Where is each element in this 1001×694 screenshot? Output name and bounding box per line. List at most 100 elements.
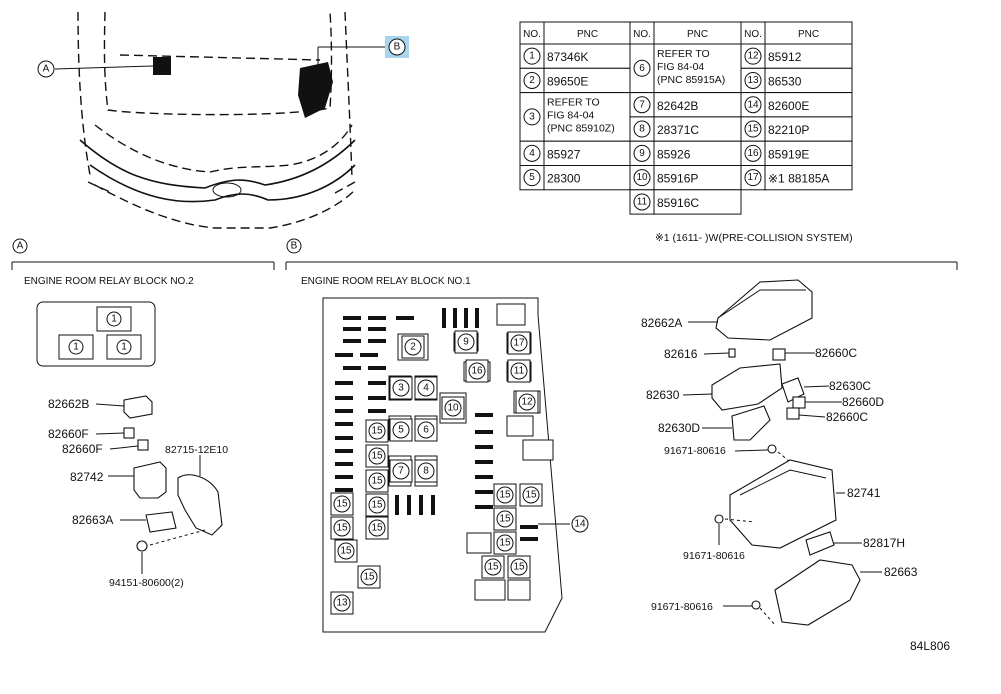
svg-text:82663A: 82663A: [72, 513, 113, 527]
pnc-value: (PNC 85915A): [657, 74, 725, 86]
table-row: 15 82210P: [740, 116, 853, 142]
pnc-value: 89650E: [547, 74, 588, 88]
row-number: 7: [639, 99, 645, 110]
svg-text:82630C: 82630C: [829, 379, 871, 393]
fuse-callout-15: 15: [519, 483, 543, 507]
fuse-callout-15: 15: [365, 516, 389, 540]
svg-text:15: 15: [513, 562, 525, 573]
fuse-slot: [335, 422, 353, 426]
fuse-slot: [368, 381, 386, 385]
row-number: 10: [636, 172, 648, 183]
fuse-callout-7: 7: [389, 459, 413, 483]
pnc-value: 82642B: [657, 99, 698, 113]
pnc-value: 85919E: [768, 147, 809, 161]
row-number: 14: [747, 99, 759, 110]
vehicle-overview: [54, 11, 385, 229]
pnc-value: 85926: [657, 147, 691, 161]
row-number: 3: [529, 111, 535, 122]
svg-text:82662A: 82662A: [641, 316, 682, 330]
svg-text:15: 15: [371, 500, 383, 511]
svg-text:15: 15: [525, 490, 537, 501]
svg-text:82630D: 82630D: [658, 421, 700, 435]
fuse-slot: [431, 495, 435, 515]
svg-text:17: 17: [513, 338, 525, 349]
table-row: 7 82642B: [629, 92, 742, 118]
svg-text:82660F: 82660F: [62, 442, 103, 456]
svg-text:2: 2: [410, 342, 416, 353]
row-number: 15: [747, 124, 759, 135]
svg-text:82662B: 82662B: [48, 397, 89, 411]
fuse-callout-4: 4: [414, 376, 438, 400]
fuse-callout-12: 12: [515, 390, 539, 414]
svg-text:82660D: 82660D: [842, 395, 884, 409]
fuse-slot: [360, 353, 378, 357]
fuse-slot: [335, 353, 353, 357]
fuse-callout-14: 14: [571, 515, 589, 533]
fuse-callout-15: 15: [365, 419, 389, 443]
marker-b[interactable]: B: [385, 36, 409, 58]
fuse-callout-15: 15: [365, 469, 389, 493]
fuse-callout-10: 10: [441, 396, 465, 420]
fuse-slot: [335, 409, 353, 413]
svg-text:82817H: 82817H: [863, 536, 905, 550]
pnc-value: REFER TO: [547, 97, 600, 109]
pnc-value: 85916C: [657, 196, 699, 210]
pnc-value: 28371C: [657, 123, 699, 137]
table-header-pnc: PNC: [687, 29, 708, 40]
svg-text:6: 6: [423, 425, 429, 436]
fuse-slot: [368, 409, 386, 413]
fuse-slot: [335, 488, 353, 492]
fuse-slot: [475, 308, 479, 328]
svg-text:7: 7: [398, 466, 404, 477]
fuse-slot: [475, 430, 493, 434]
svg-text:10: 10: [447, 403, 459, 414]
fuse-callout-11: 11: [507, 359, 531, 383]
table-header-no: NO.: [633, 29, 651, 40]
pnc-value: 87346K: [547, 50, 588, 64]
row-number: 2: [529, 75, 535, 86]
row-number: 5: [529, 172, 535, 183]
fuse-callout-15: 15: [330, 516, 354, 540]
section-a-header: A ENGINE ROOM RELAY BLOCK NO.2: [11, 238, 275, 287]
row-number: 9: [639, 148, 645, 159]
pnc-value: 82210P: [768, 123, 809, 137]
svg-text:82742: 82742: [70, 470, 104, 484]
table-header-no: NO.: [523, 29, 541, 40]
table-row: 9 85926: [629, 140, 742, 166]
svg-text:15: 15: [340, 546, 352, 557]
fuse-callout-13: 13: [330, 591, 354, 615]
svg-text:A: A: [43, 64, 50, 75]
fuse-bars: [335, 308, 538, 541]
marker-a[interactable]: A: [37, 60, 55, 78]
pnc-value: 85927: [547, 147, 581, 161]
table-header-pnc: PNC: [798, 29, 819, 40]
svg-text:B: B: [394, 42, 401, 53]
svg-text:B: B: [291, 241, 298, 252]
fuse-callout-15: 15: [493, 531, 517, 555]
fuse-slot: [368, 366, 386, 370]
row-number: 12: [747, 51, 759, 62]
svg-text:91671-80616: 91671-80616: [664, 445, 726, 457]
svg-text:15: 15: [499, 490, 511, 501]
section-a-callouts: 82662B 82660F 82660F 82742 82663A 82715-…: [48, 397, 228, 589]
fuse-callout-15: 15: [493, 507, 517, 531]
relay-block-2-parts: [95, 395, 223, 574]
svg-text:16: 16: [471, 366, 483, 377]
fuse-callout-15: 15: [365, 444, 389, 468]
row-number: 4: [529, 148, 535, 159]
svg-text:82715-12E10: 82715-12E10: [165, 444, 228, 456]
fuse-callout-15: 15: [493, 483, 517, 507]
row-number: 8: [639, 124, 645, 135]
fuse-slot: [368, 339, 386, 343]
row-number: 17: [747, 172, 759, 183]
fuse-slot: [335, 396, 353, 400]
fuse-slot: [453, 308, 457, 328]
fuse-slot: [475, 460, 493, 464]
fuse-slot: [368, 316, 386, 320]
